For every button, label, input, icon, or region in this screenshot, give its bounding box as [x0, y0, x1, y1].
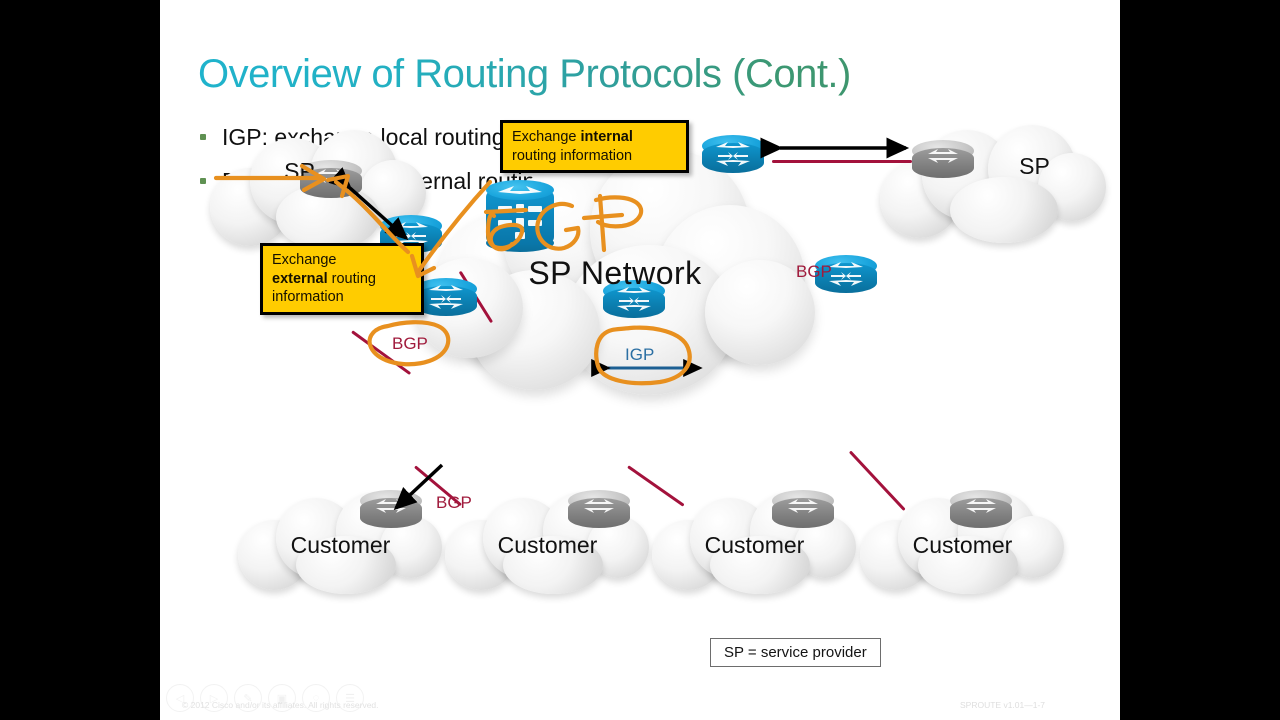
igp-label: IGP: [625, 345, 655, 364]
pen-icon[interactable]: ✎: [234, 684, 262, 712]
callout-text: routing information: [512, 147, 633, 164]
sp-right-label: SP: [1019, 153, 1050, 179]
bgp-arrow-left: [328, 167, 409, 241]
callout-text: information: [272, 289, 344, 306]
page-title: Overview of Routing Protocols (Cont.): [198, 52, 898, 97]
router-customer-2: [568, 490, 630, 534]
player-controls[interactable]: ◁ ▷ ✎ ▣ ◌ ☰: [166, 684, 364, 712]
router-edge-ne: [702, 135, 764, 179]
slide-canvas: Overview of Routing Protocols (Cont.) IG…: [160, 0, 1120, 720]
customer-cloud-1: Customer: [238, 490, 443, 595]
callout-text: Exchange: [272, 252, 337, 268]
router-edge-sw: [415, 278, 477, 322]
customer-label: Customer: [704, 532, 805, 558]
bgp-label-customer: BGP: [436, 493, 472, 512]
customer-label: Customer: [290, 532, 391, 558]
callout-text: Exchange: [512, 129, 581, 145]
link-line: [772, 160, 912, 163]
customer-cloud-2: Customer: [445, 490, 650, 595]
bullet-marker-icon: [200, 177, 206, 184]
callout-external: Exchange external routing information: [260, 243, 424, 315]
bgp-label-left: BGP: [392, 334, 428, 353]
router-customer-3: [772, 490, 834, 534]
back-icon[interactable]: ◁: [166, 684, 194, 712]
sp-network-cloud: SP Network: [415, 150, 815, 400]
router-sp-right-gray: [912, 140, 974, 184]
router-edge-se: [815, 255, 877, 299]
callout-bold: external: [272, 270, 328, 287]
router-core-south: [603, 280, 665, 324]
copyright-text: © 2012 Cisco and/or its affiliates. All …: [182, 700, 379, 710]
legend-box: SP = service provider: [710, 638, 881, 667]
screen-icon[interactable]: ▣: [268, 684, 296, 712]
bgp-label-top: BGP: [796, 262, 832, 281]
course-code-text: SPROUTE v1.01—1-7: [960, 700, 1046, 710]
router-customer-4: [950, 490, 1012, 534]
sp-network-label: SP Network: [528, 255, 702, 291]
callout-text: routing: [327, 270, 376, 287]
callout-internal: Exchange internal routing information: [500, 120, 689, 174]
bullet-marker-icon: [200, 133, 206, 140]
search-icon[interactable]: ◌: [302, 684, 330, 712]
customer-label: Customer: [497, 532, 598, 558]
sp-cloud-right: SP: [880, 125, 1106, 250]
customer-label: Customer: [912, 532, 1013, 558]
menu-icon[interactable]: ☰: [336, 684, 364, 712]
play-icon[interactable]: ▷: [200, 684, 228, 712]
bgp-arrow-customer: [393, 463, 444, 511]
callout-bold: internal: [580, 129, 633, 145]
